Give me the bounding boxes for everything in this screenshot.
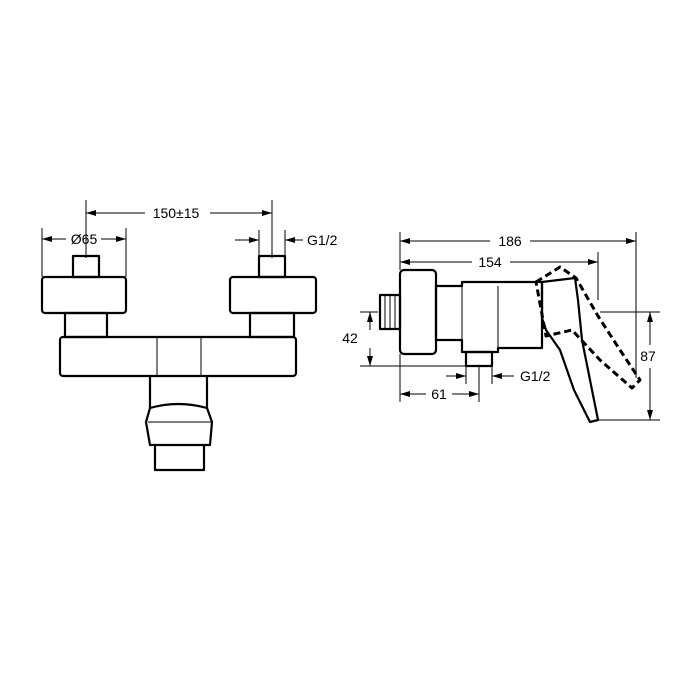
dim-d65-arrow-right bbox=[116, 236, 126, 242]
side-escutcheon bbox=[398, 268, 438, 356]
dim-g12-arrow-right bbox=[285, 237, 295, 243]
dim-154-arrow-right bbox=[588, 259, 598, 265]
dim-186-arrow-left bbox=[400, 238, 410, 244]
right-inlet-stem bbox=[257, 254, 287, 279]
left-inlet-stem bbox=[71, 254, 101, 279]
mixer-body bbox=[58, 335, 298, 378]
dim-label-inlet-height: 42 bbox=[342, 330, 358, 346]
dim-label-overall-depth: 186 bbox=[498, 233, 522, 249]
dim-150-arrow-right bbox=[262, 210, 272, 216]
left-escutcheon bbox=[40, 275, 128, 315]
dim-side-g12-arrow-right bbox=[492, 373, 502, 379]
dim-42-arrow-bottom bbox=[367, 356, 373, 366]
outlet-tip bbox=[153, 445, 206, 472]
dim-side-g12-arrow-left bbox=[456, 373, 466, 379]
dim-g12-arrow-left bbox=[249, 237, 259, 243]
dim-186-arrow-right bbox=[626, 238, 636, 244]
side-outlet bbox=[464, 350, 494, 368]
outlet-neck bbox=[148, 376, 209, 408]
dim-label-body-depth: 154 bbox=[478, 254, 502, 270]
side-view: 186 154 42 87 61 bbox=[342, 232, 660, 424]
dim-label-outlet-offset: 61 bbox=[431, 386, 447, 402]
dim-61-arrow-left bbox=[400, 391, 410, 397]
outlet-nozzle bbox=[144, 402, 214, 447]
side-body bbox=[434, 280, 544, 354]
front-view: 150±15 Ø65 G1/2 bbox=[40, 200, 338, 472]
dim-154-arrow-left bbox=[400, 259, 410, 265]
dim-label-width: 150±15 bbox=[153, 205, 200, 221]
dim-label-outlet-thread: G1/2 bbox=[520, 368, 551, 384]
dim-42-arrow-top bbox=[367, 312, 373, 322]
dim-61-arrow-right bbox=[469, 391, 479, 397]
right-escutcheon bbox=[228, 275, 318, 315]
dim-87-arrow-bottom bbox=[647, 410, 653, 420]
dim-150-arrow-left bbox=[86, 210, 96, 216]
dim-87-arrow-top bbox=[647, 312, 653, 322]
dim-label-thread: G1/2 bbox=[307, 232, 338, 248]
right-connector bbox=[248, 311, 296, 339]
dim-label-diameter: Ø65 bbox=[71, 231, 98, 247]
left-connector bbox=[63, 311, 109, 339]
dim-label-handle-height: 87 bbox=[640, 348, 656, 364]
lever-handle-open-position bbox=[534, 265, 642, 390]
dim-d65-arrow-left bbox=[42, 236, 52, 242]
